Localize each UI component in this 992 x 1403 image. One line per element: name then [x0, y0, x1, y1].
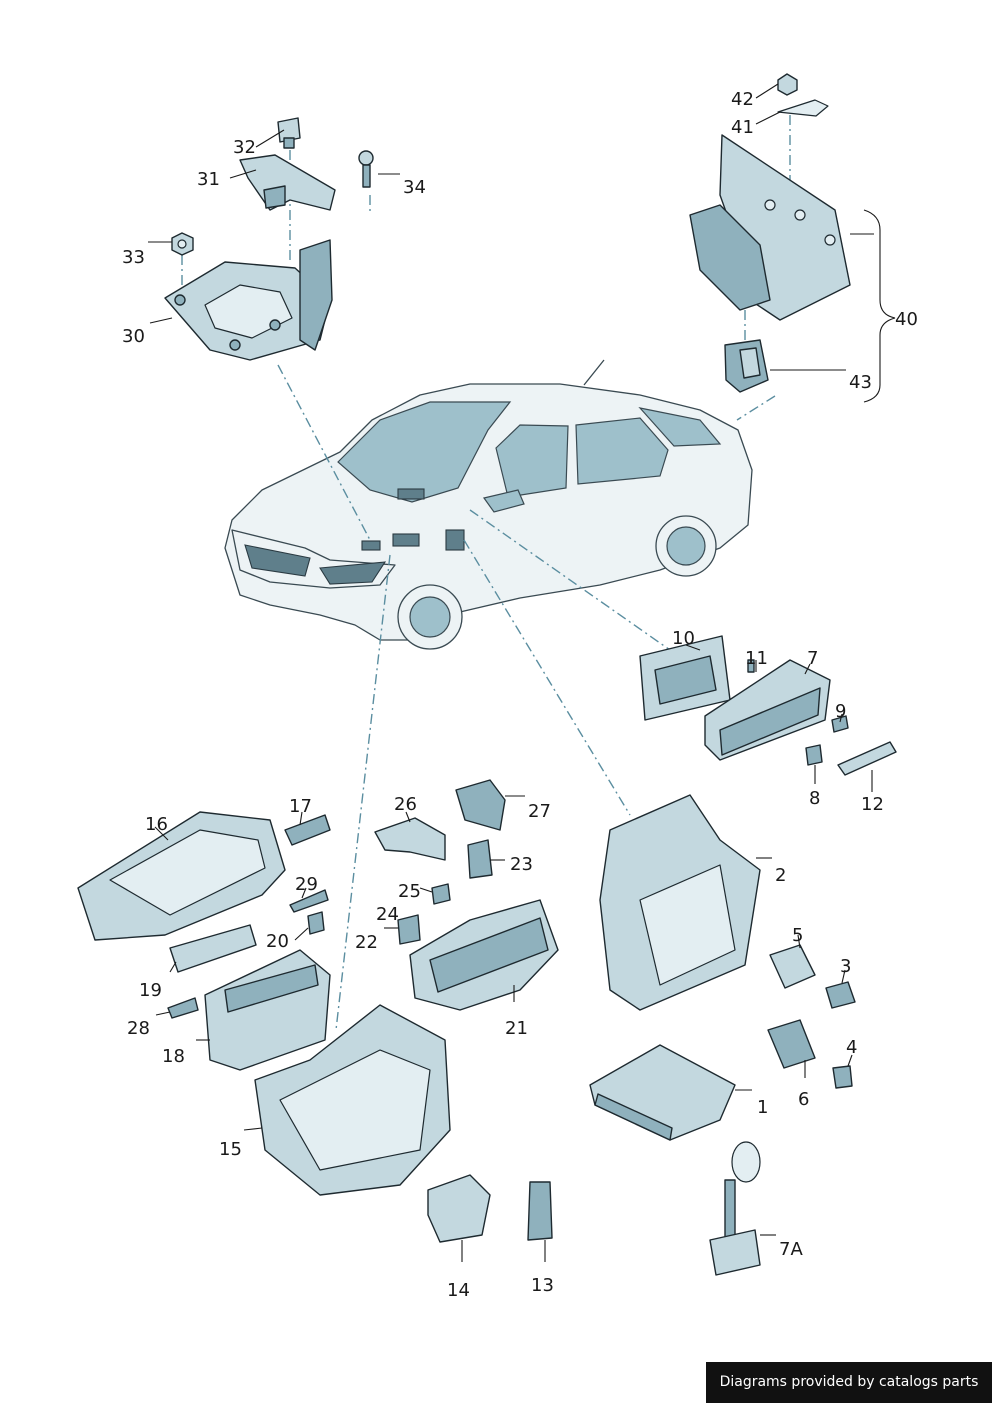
part-10-cover [639, 635, 731, 721]
location-lines [181, 115, 791, 1031]
part-18-fuseholder [204, 949, 331, 1071]
callout-2: 2 [775, 865, 786, 886]
part-32-bolt [277, 117, 301, 149]
callout-15: 15 [219, 1139, 242, 1160]
leader-lines [148, 83, 874, 1262]
part-24-relay [397, 914, 421, 945]
callout-4: 4 [846, 1037, 857, 1058]
part-27-holder [455, 779, 506, 831]
callout-21: 21 [505, 1018, 528, 1039]
callout-5: 5 [792, 925, 803, 946]
part-6-connector [767, 1019, 816, 1069]
part-3-relay [825, 981, 856, 1009]
callout-25: 25 [398, 881, 421, 902]
callout-labels: 32 31 34 33 30 42 41 40 43 10 11 7 9 8 1… [122, 89, 918, 1301]
part-30-bracket [164, 239, 333, 361]
callout-17: 17 [289, 796, 312, 817]
callout-27: 27 [528, 801, 551, 822]
part-41-washer [777, 99, 829, 117]
location-line-30 [277, 364, 371, 541]
callout-9: 9 [835, 701, 846, 722]
callout-10: 10 [672, 628, 695, 649]
callout-23: 23 [510, 854, 533, 875]
callout-24: 24 [376, 904, 399, 925]
callout-7: 7 [807, 648, 818, 669]
callout-41: 41 [731, 117, 754, 138]
part-42-nut [777, 73, 798, 96]
part-2-frame [599, 794, 761, 1011]
callout-1: 1 [757, 1097, 768, 1118]
part-43-relay [724, 339, 769, 393]
part-29-clip [289, 889, 329, 913]
part-1-lid [589, 1044, 736, 1141]
callout-40: 40 [895, 309, 918, 330]
part-28-clip [167, 997, 199, 1019]
part-16-cover [77, 811, 286, 941]
callout-43: 43 [849, 372, 872, 393]
part-7A-puller [709, 1141, 761, 1276]
callout-3: 3 [840, 956, 851, 977]
part-23-relay [467, 839, 493, 879]
part-34-screw [358, 150, 374, 188]
callout-16: 16 [145, 814, 168, 835]
part-19-strip [169, 924, 257, 973]
location-line-43 [736, 395, 776, 421]
car-illustration [224, 359, 753, 650]
callout-14: 14 [447, 1280, 470, 1301]
part-26-bracket [374, 817, 446, 861]
callout-26: 26 [394, 794, 417, 815]
callout-32: 32 [233, 137, 256, 158]
part-8-fuse [805, 744, 823, 766]
callout-20: 20 [266, 931, 289, 952]
callout-7A: 7A [779, 1239, 803, 1260]
part-15-tray [254, 1004, 451, 1196]
part-7-fusebox [704, 659, 831, 761]
callout-42: 42 [731, 89, 754, 110]
callout-8: 8 [809, 788, 820, 809]
callout-11: 11 [745, 648, 768, 669]
part-5-connector [769, 944, 816, 989]
bracket-40 [863, 209, 896, 403]
callout-13: 13 [531, 1275, 554, 1296]
callout-28: 28 [127, 1018, 150, 1039]
callout-6: 6 [798, 1089, 809, 1110]
location-line-10 [469, 509, 671, 651]
part-13-fuse [527, 1181, 553, 1241]
part-17-clip [284, 814, 331, 846]
callout-22: 22 [355, 932, 378, 953]
callout-18: 18 [162, 1046, 185, 1067]
callout-31: 31 [197, 169, 220, 190]
part-14-bracket [427, 1174, 491, 1243]
part-25-fuse [431, 883, 451, 905]
part-12-strip [837, 741, 897, 776]
callout-33: 33 [122, 247, 145, 268]
part-4-fuse [832, 1065, 853, 1089]
part-11-screw [747, 659, 755, 673]
location-line-2 [463, 539, 631, 816]
part-20-relay [307, 911, 325, 935]
part-40-holder [689, 134, 851, 321]
callout-19: 19 [139, 980, 162, 1001]
part-33-nut [171, 232, 194, 256]
callout-30: 30 [122, 326, 145, 347]
callout-12: 12 [861, 794, 884, 815]
callout-34: 34 [403, 177, 426, 198]
part-21-box [409, 899, 559, 1011]
credit-banner: Diagrams provided by catalogs parts [706, 1362, 992, 1403]
callout-29: 29 [295, 874, 318, 895]
part-31-clamp [239, 154, 336, 211]
